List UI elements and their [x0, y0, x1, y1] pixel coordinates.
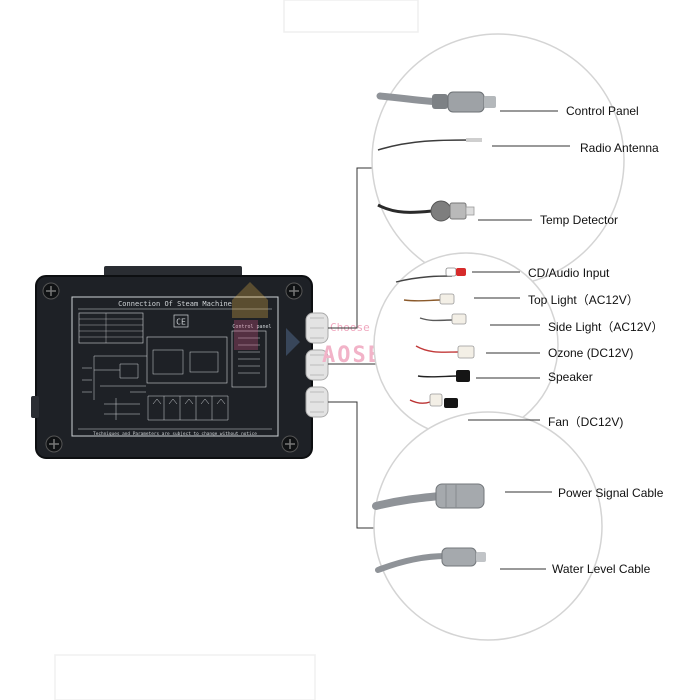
spec-table — [78, 312, 144, 344]
leader-lines — [468, 110, 570, 570]
label-cd-audio-input: CD/Audio Input — [528, 266, 610, 280]
watermark-logo — [232, 282, 300, 356]
control-panel-block — [231, 330, 267, 388]
label-side-light: Side Light（AC12V） — [548, 320, 664, 334]
label-ozone: Ozone (DC12V) — [548, 346, 634, 360]
ce-mark: CE — [176, 318, 186, 327]
bracket-bottom — [328, 401, 375, 529]
bracket-top — [328, 167, 378, 329]
label-control-panel: Control Panel — [566, 104, 639, 118]
main-board-schematic — [146, 336, 228, 384]
detail-circle-bottom — [372, 411, 603, 641]
label-top-light: Top Light（AC12V） — [528, 293, 639, 307]
label-speaker: Speaker — [548, 370, 593, 384]
label-water-level-cable: Water Level Cable — [552, 562, 651, 576]
box-title: Connection Of Steam Machine — [118, 300, 232, 308]
corner-screws — [42, 282, 303, 453]
steam-control-box: Connection Of Steam Machine CE Control p… — [31, 266, 329, 459]
control-panel-print: Control panel — [232, 324, 271, 330]
label-temp-detector: Temp Detector — [540, 213, 619, 227]
detail-circle-top — [371, 33, 625, 287]
detail-circle-middle — [373, 252, 559, 438]
side-plug — [31, 396, 39, 418]
label-radio-antenna: Radio Antenna — [580, 141, 659, 155]
cable-glands — [305, 312, 329, 418]
label-fan: Fan（DC12V) — [548, 415, 624, 429]
label-power-signal-cable: Power Signal Cable — [558, 486, 664, 500]
wiring-panel — [71, 296, 279, 437]
box-warning: Techniques and Parameters are subject to… — [93, 431, 257, 437]
ghost-outline-bottom — [54, 654, 316, 700]
ghost-outline-top — [283, 0, 419, 33]
